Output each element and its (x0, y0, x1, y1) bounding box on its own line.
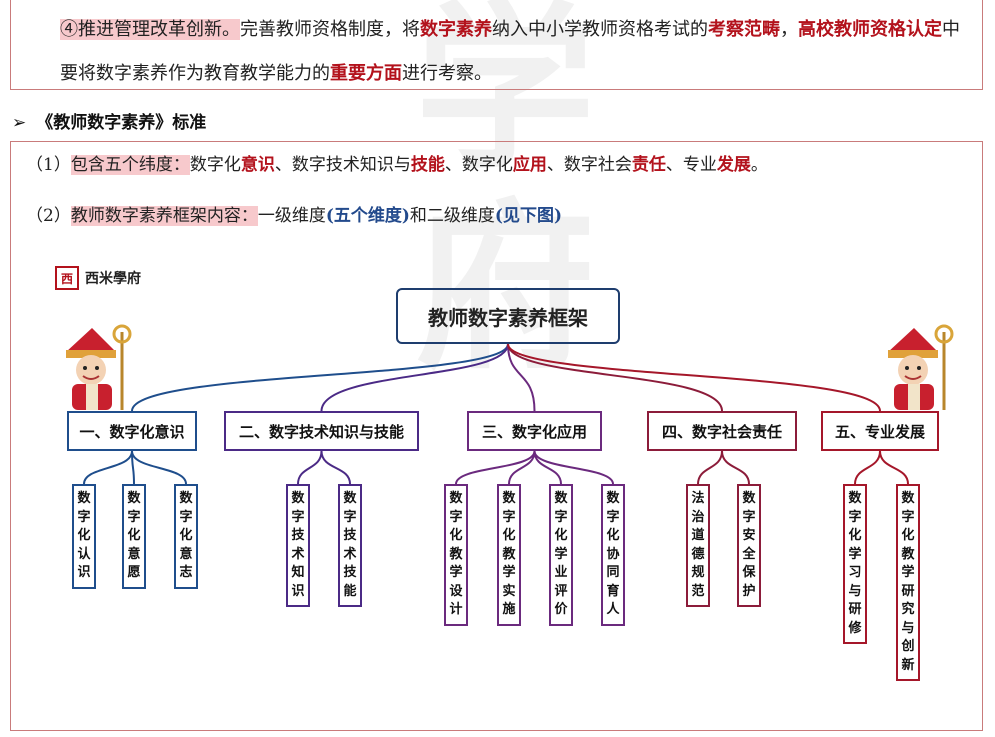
sub-dimension: 数字化意志 (174, 484, 198, 589)
sub-dimension: 数字化教学设计 (444, 484, 468, 626)
dimension-5: 五、专业发展 (821, 411, 939, 451)
sub-connector (880, 451, 908, 484)
sub-dimension: 法治道德规范 (686, 484, 710, 607)
sub-connector (698, 451, 722, 484)
sub-connector (132, 451, 186, 484)
root-connector (508, 344, 722, 411)
root-connector (322, 344, 509, 411)
sub-connector (535, 451, 562, 484)
dimension-2: 二、数字技术知识与技能 (224, 411, 419, 451)
sub-connector (509, 451, 535, 484)
sub-dimension: 数字化意愿 (122, 484, 146, 589)
sub-dimension: 数字安全保护 (737, 484, 761, 607)
sub-connector (322, 451, 351, 484)
sub-connector (855, 451, 880, 484)
dimension-4: 四、数字社会责任 (647, 411, 797, 451)
dimension-1: 一、数字化意识 (67, 411, 197, 451)
sub-dimension: 数字化教学研究与创新 (896, 484, 920, 681)
dimension-3: 三、数字化应用 (467, 411, 602, 451)
root-connector (508, 344, 880, 411)
sub-dimension: 数字化学业评价 (549, 484, 573, 626)
sub-connector (84, 451, 132, 484)
sub-connector (722, 451, 749, 484)
sub-dimension: 数字技术技能 (338, 484, 362, 607)
sub-connector (298, 451, 322, 484)
sub-dimension: 数字化协同育人 (601, 484, 625, 626)
framework-root: 教师数字素养框架 (396, 288, 620, 344)
sub-dimension: 数字技术知识 (286, 484, 310, 607)
sub-dimension: 数字化学习与研修 (843, 484, 867, 644)
sub-dimension: 数字化认识 (72, 484, 96, 589)
root-connector (132, 344, 508, 411)
sub-dimension: 数字化教学实施 (497, 484, 521, 626)
